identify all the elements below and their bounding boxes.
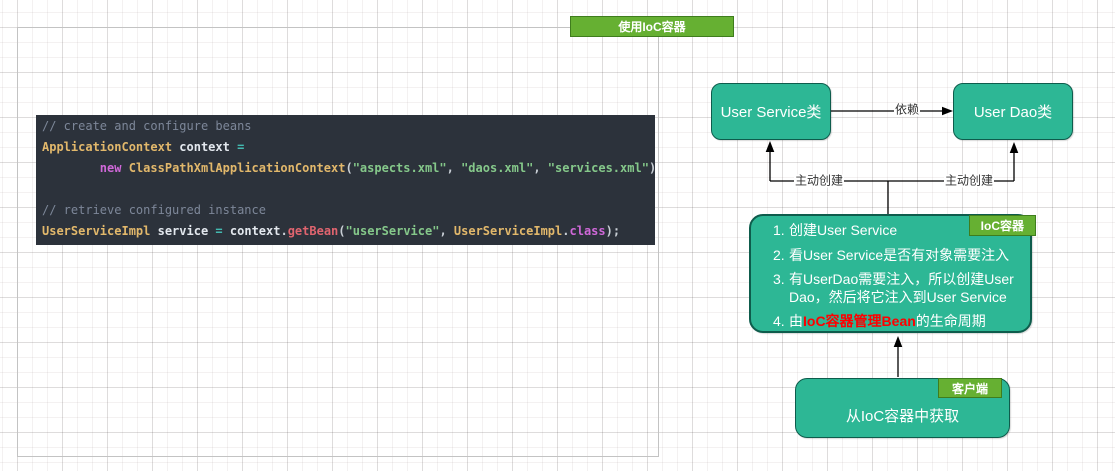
code-line bbox=[42, 179, 655, 200]
user-service-label: User Service类 bbox=[720, 104, 822, 121]
code-line: // create and configure beans bbox=[42, 119, 252, 133]
active-create-right-label[interactable]: 主动创建 bbox=[943, 173, 995, 188]
client-node[interactable]: 客户端 从IoC容器中获取 bbox=[795, 378, 1010, 438]
user-dao-node[interactable]: User Dao类 bbox=[953, 83, 1073, 140]
code-line: new ClassPathXmlApplicationContext("aspe… bbox=[99, 161, 655, 175]
dependency-edge-label[interactable]: 依赖 bbox=[893, 102, 921, 117]
ioc-step-item: 1.创建User Service bbox=[773, 222, 898, 238]
ioc-step-item: 4.由IoC容器管理Bean的生命周期 bbox=[773, 313, 986, 329]
code-line: UserServiceImpl service = context.getBea… bbox=[42, 224, 621, 238]
code-line: // retrieve configured instance bbox=[42, 203, 266, 217]
ioc-steps-list: 1.创建User Service 2.看User Service是否有对象需要注入… bbox=[751, 216, 1030, 331]
active-create-left-label[interactable]: 主动创建 bbox=[793, 173, 845, 188]
title-badge[interactable]: 使用IoC容器 bbox=[570, 16, 734, 37]
client-to-ioc-arrow[interactable] bbox=[893, 336, 903, 377]
user-dao-label: User Dao类 bbox=[973, 104, 1053, 121]
ioc-step-item: 3.有UserDao需要注入，所以创建User Dao，然后将它注入到User … bbox=[773, 271, 1014, 305]
ioc-step-item: 2.看User Service是否有对象需要注入 bbox=[773, 246, 1010, 263]
dependency-arrow[interactable] bbox=[831, 106, 953, 116]
ioc-container-badge: IoC容器 bbox=[968, 215, 1036, 236]
code-line: ApplicationContext context = bbox=[42, 140, 245, 154]
client-badge: 客户端 bbox=[937, 378, 1002, 398]
user-service-node[interactable]: User Service类 bbox=[711, 83, 831, 140]
ioc-container-node[interactable]: IoC容器 1.创建User Service 2.看User Service是否有… bbox=[749, 214, 1036, 333]
client-label: 从IoC容器中获取 bbox=[845, 408, 960, 425]
